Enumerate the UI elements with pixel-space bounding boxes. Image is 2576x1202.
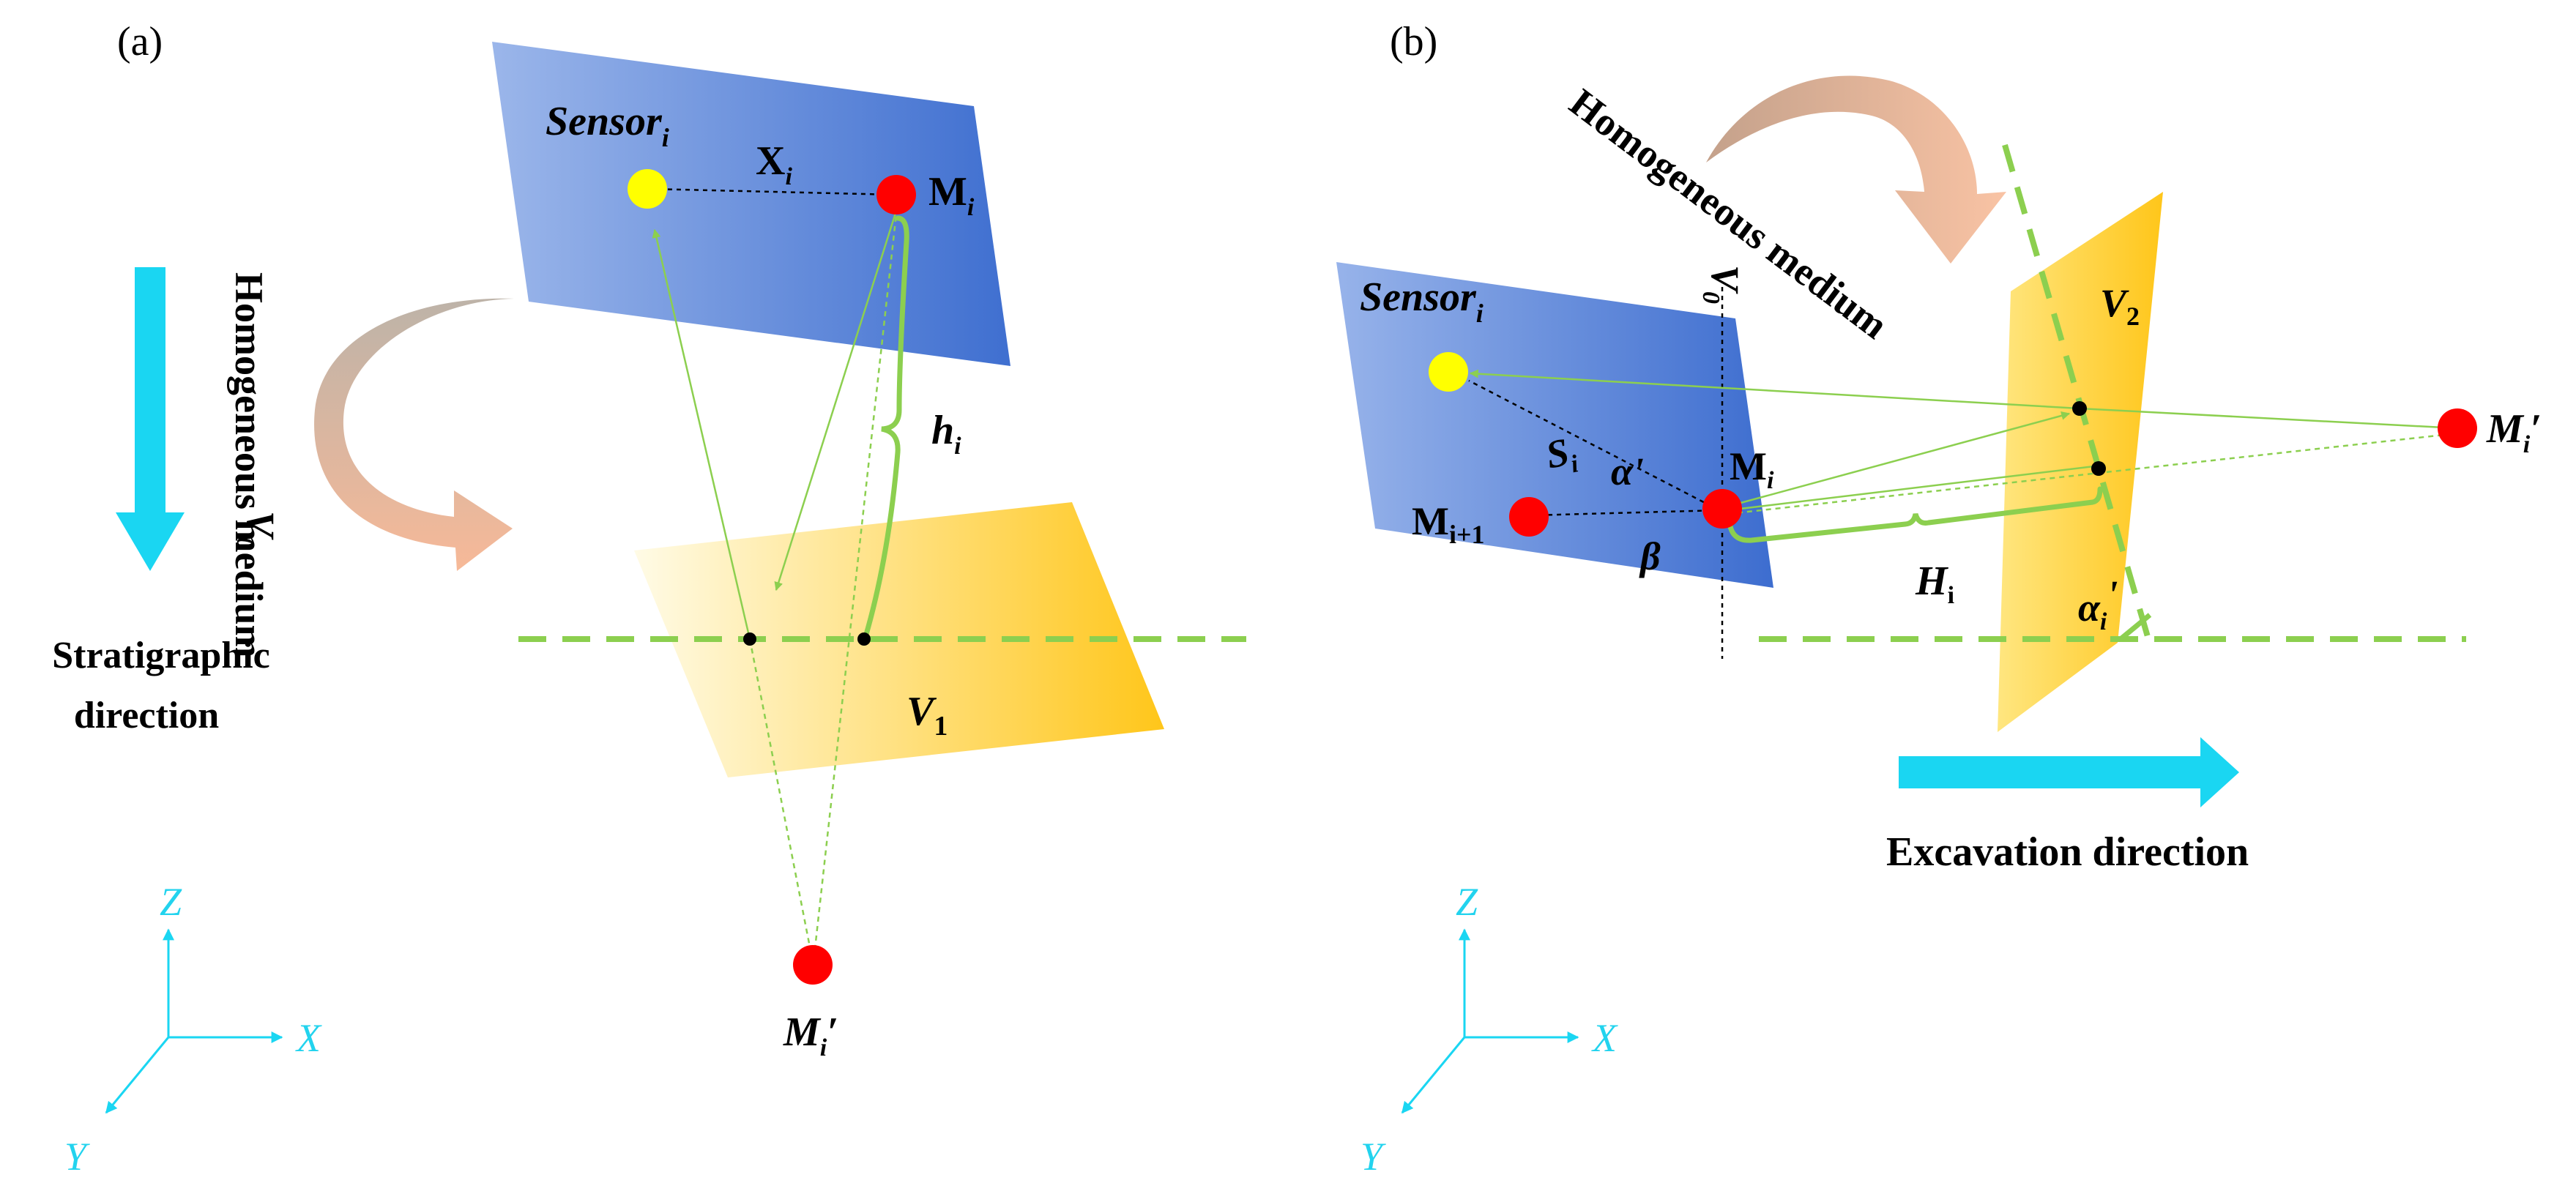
sensor-label-b: Sensori [1360,275,1484,328]
Hi-brace [1727,486,2103,543]
stratigraphic-label-line1: Stratigraphic [52,635,270,676]
mirror-label-b: Mi′ [2486,406,2542,458]
y-label-b: Y [1360,1135,1386,1179]
y-axis-b [1401,1037,1466,1114]
ray-mi-v2-lower [1727,465,2095,512]
mirror-ray-b [1727,432,2458,515]
intersection-point [857,632,871,646]
mi-label: Mi [928,169,975,221]
right-arrow-icon [1899,737,2239,807]
v2-label: V2 [2100,281,2140,331]
ray-mi-v2 [1724,411,2071,509]
sensor-point-b [1429,352,1468,392]
medium-label-a: Homogeneous medium [227,272,271,658]
intersection-point [2072,401,2087,416]
angle-mark [2118,613,2152,641]
panel-a-tag: (a) [117,19,163,64]
v0-label-b: V0 [1697,265,1747,304]
sensor-point [628,169,667,209]
v0-label-a: V0 [231,511,283,550]
intersection-point [743,632,756,646]
ray-mi-down [774,210,898,591]
panel-b-tag: (b) [1390,19,1437,64]
alpha-prime-label: α' [1611,449,1644,493]
stratigraphic-label-line2: direction [74,695,219,736]
v2-layer [1998,192,2163,732]
x-label-b: X [1591,1016,1618,1060]
alpha-i-label: αi' [2078,572,2118,635]
x-label-a: X [295,1016,322,1060]
panel-b: (b) Sensori Mi+1 Mi α' β Hi [1336,19,2542,1179]
y-label-a: Y [64,1135,90,1179]
panel-a: (a) Sensori Xi Mi hi V1 Mi′ Homogeneous … [52,19,1246,1179]
mirror-source-point-b [2438,408,2477,448]
si-line [1468,379,1720,512]
sensor-plane [492,42,1010,366]
mi-label-b: Mi [1730,444,1774,494]
z-label-a: Z [160,880,182,924]
mirror-label-a: Mi′ [783,1009,838,1061]
v1-layer [634,502,1164,777]
axes-a: Z X Y [64,880,322,1179]
ray-v2-mirror [2079,407,2458,430]
excavation-label: Excavation direction [1886,829,2249,875]
source-point-mi-b [1702,489,1742,529]
y-axis-a [105,1037,170,1114]
svg-text:V0: V0 [231,511,283,550]
z-label-b: Z [1456,880,1478,924]
sensor-label: Sensori [546,99,669,152]
svg-text:Homogeneous medium: Homogeneous medium [227,272,271,658]
mi1-label: Mi+1 [1412,499,1484,549]
svg-text:V0: V0 [1697,265,1747,304]
hi-brace [863,215,909,640]
mirror-source-point [793,945,833,985]
mirror-ray-a2 [813,206,898,956]
ray-to-sensor-a [652,228,751,640]
source-point-mi [876,175,916,214]
axes-b: Z X Y [1360,880,1618,1179]
source-point-mi1 [1509,497,1549,537]
intersection-point [2091,461,2106,476]
xi-line [649,187,896,196]
Hi-label: Hi [1915,559,1954,609]
beta-label: β [1639,534,1661,578]
ray-to-sensor-b [1469,369,2080,410]
hi-label: hi [931,408,961,460]
curved-arrow-icon [1706,75,2006,264]
mirror-ray-a1 [748,638,813,955]
curved-arrow-icon [314,298,514,571]
down-arrow-icon [116,267,185,571]
xi-label: Xi [756,138,792,190]
v1-label: V1 [907,689,948,742]
